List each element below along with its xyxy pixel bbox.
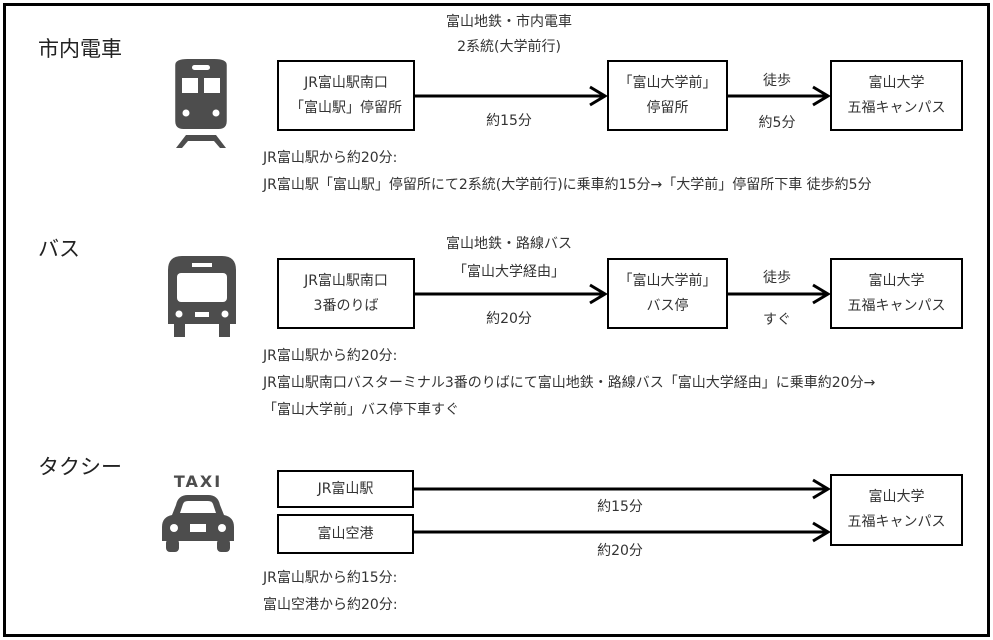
taxi-icon-text: TAXI [174,473,222,491]
bus-stop-line2: バス停 [646,297,689,314]
taxi-destination-line1: 富山大学 [868,489,925,505]
tram-origin-line1: JR富山駅南口 [304,74,388,91]
taxi-desc-line1: JR富山駅から約15分: [263,570,398,586]
bus-route-line2: 「富山大学経由」 [453,264,565,280]
taxi-origin-station: JR富山駅 [317,480,374,497]
taxi-destination-line2: 五福キャンパス [847,514,946,530]
taxi-origin-station-box: JR富山駅 [277,470,414,508]
bus-destination-box: 富山大学 五福キャンパス [830,258,963,329]
bus-walk-time: すぐ [763,312,791,328]
taxi-origin-airport: 富山空港 [317,525,374,542]
bus-route-time: 約20分 [486,311,532,327]
bus-icon [168,256,236,337]
bus-stop-box: 「富山大学前」 バス停 [607,258,728,329]
taxi-destination-box: 富山大学 五福キャンパス [830,474,963,546]
section-title-bus: バス [38,237,80,261]
tram-stop-line1: 「富山大学前」 [618,74,717,91]
train-icon [175,59,227,148]
tram-walk-time: 約5分 [758,115,796,131]
bus-walk-label: 徒歩 [763,270,791,286]
bus-route-label: 富山地鉄・路線バス 「富山大学経由」 [424,230,594,286]
bus-origin-line2: 3番のりば [313,297,379,314]
bus-stop-line1: 「富山大学前」 [618,272,717,289]
tram-destination-line2: 五福キャンパス [847,99,946,116]
taxi-airport-time: 約20分 [597,543,643,559]
bus-desc-line1: JR富山駅から約20分: [263,348,398,364]
tram-desc-line1: JR富山駅から約20分: [263,150,398,166]
taxi-station-time: 約15分 [597,499,643,515]
tram-origin-box: JR富山駅南口 「富山駅」停留所 [277,60,415,131]
tram-origin-line2: 「富山駅」停留所 [290,99,402,116]
taxi-origin-airport-box: 富山空港 [277,514,414,554]
tram-destination-line1: 富山大学 [868,74,925,91]
tram-destination-box: 富山大学 五福キャンパス [830,60,963,131]
tram-description: JR富山駅から約20分: JR富山駅「富山駅」停留所にて2系統(大学前行)に乗車… [263,145,872,199]
tram-route-line2: 2系統(大学前行) [457,39,561,55]
tram-route-time: 約15分 [486,113,532,129]
bus-description: JR富山駅から約20分: JR富山駅南口バスターミナル3番のりばにて富山地鉄・路… [263,343,875,424]
section-title-taxi: タクシー [38,455,122,479]
bus-origin-line1: JR富山駅南口 [304,272,388,289]
tram-route-label: 富山地鉄・市内電車 2系統(大学前行) [424,10,594,60]
tram-desc-line2: JR富山駅「富山駅」停留所にて2系統(大学前行)に乗車約15分→「大学前」停留所… [263,177,872,193]
bus-destination-line2: 五福キャンパス [847,297,946,314]
bus-origin-box: JR富山駅南口 3番のりば [277,258,415,329]
tram-route-line1: 富山地鉄・市内電車 [446,14,572,30]
tram-stop-line2: 停留所 [646,99,689,116]
section-title-tram: 市内電車 [38,37,122,61]
bus-desc-line3: 「富山大学前」バス停下車すぐ [263,402,459,418]
tram-walk-label: 徒歩 [763,73,791,89]
taxi-description: JR富山駅から約15分: 富山空港から約20分: [263,565,398,619]
bus-destination-line1: 富山大学 [868,272,925,289]
taxi-icon: TAXI [162,473,234,552]
bus-desc-line2: JR富山駅南口バスターミナル3番のりばにて富山地鉄・路線バス「富山大学経由」に乗… [263,375,876,391]
tram-stop-box: 「富山大学前」 停留所 [607,60,728,131]
taxi-desc-line2: 富山空港から約20分: [263,597,398,613]
diagram-frame [3,3,990,637]
bus-route-line1: 富山地鉄・路線バス [446,236,572,252]
